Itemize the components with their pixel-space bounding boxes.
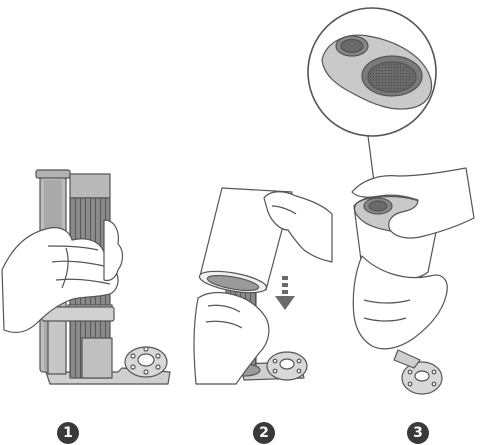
step-badge-2: 2	[253, 422, 275, 444]
step-badge-1: 1	[57, 422, 79, 444]
step-badge-3: 3	[407, 422, 429, 444]
step-2-panel	[194, 188, 332, 384]
down-arrow-icon	[275, 276, 295, 310]
magnifier-callout-icon	[308, 8, 436, 136]
filter-base-plate	[394, 350, 442, 394]
step-3-panel	[308, 8, 474, 394]
hand-icon	[104, 220, 123, 281]
step-1-panel	[2, 170, 170, 384]
